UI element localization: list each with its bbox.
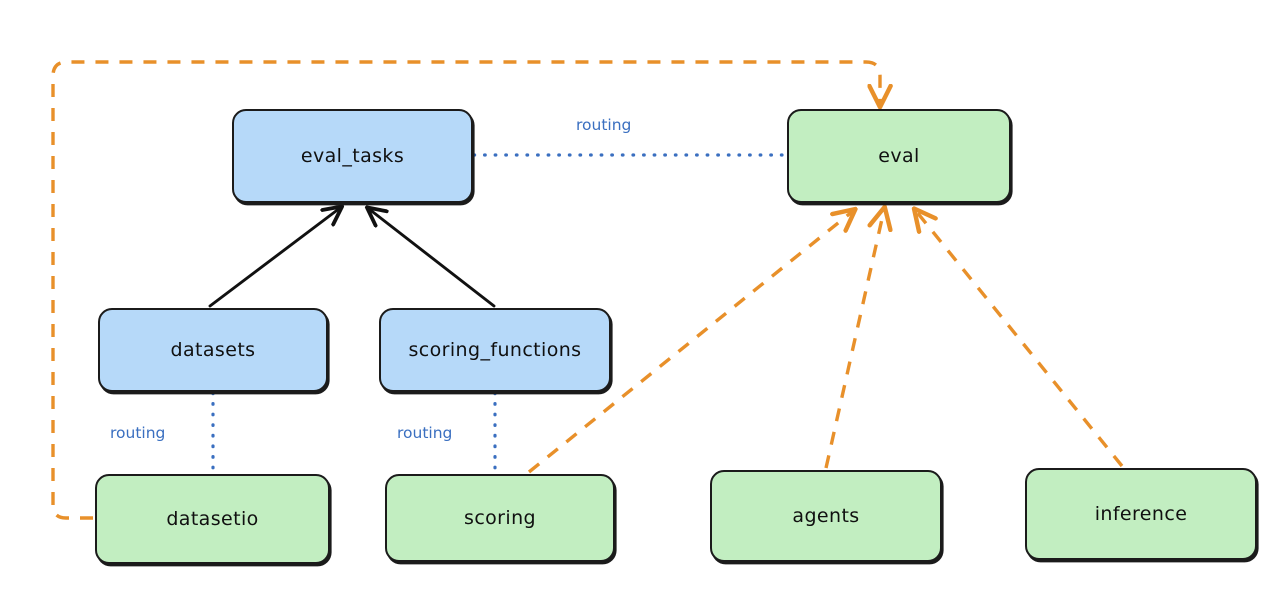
node-eval[interactable]: eval — [787, 109, 1011, 203]
edge-scoring-to-eval — [527, 211, 853, 474]
edge-label-routing-eval-tasks-eval: routing — [576, 116, 632, 134]
node-inference-label: inference — [1094, 503, 1188, 525]
node-datasetio[interactable]: datasetio — [95, 474, 330, 564]
node-scoring-label: scoring — [464, 507, 536, 529]
node-agents[interactable]: agents — [710, 470, 942, 562]
edge-datasets-to-eval-tasks — [208, 208, 340, 308]
node-scoring-functions-label: scoring_functions — [408, 339, 582, 361]
node-eval-label: eval — [878, 145, 920, 167]
node-agents-label: agents — [792, 505, 860, 527]
edge-label-routing-datasets-datasetio: routing — [110, 424, 166, 442]
edge-datasetio-to-eval — [51, 60, 880, 520]
node-datasetio-label: datasetio — [166, 508, 259, 530]
node-datasets-label: datasets — [170, 339, 256, 361]
node-scoring-functions[interactable]: scoring_functions — [379, 308, 611, 392]
edge-scoring-functions-to-eval-tasks — [369, 209, 496, 308]
edge-label-routing-scoring-functions-scoring: routing — [397, 424, 453, 442]
edge-inference-to-eval — [916, 211, 1124, 468]
node-scoring[interactable]: scoring — [385, 474, 615, 562]
node-eval-tasks[interactable]: eval_tasks — [232, 109, 473, 203]
node-inference[interactable]: inference — [1025, 468, 1257, 560]
node-datasets[interactable]: datasets — [98, 308, 328, 392]
edge-agents-to-eval — [824, 210, 884, 469]
node-eval-tasks-label: eval_tasks — [300, 145, 405, 167]
